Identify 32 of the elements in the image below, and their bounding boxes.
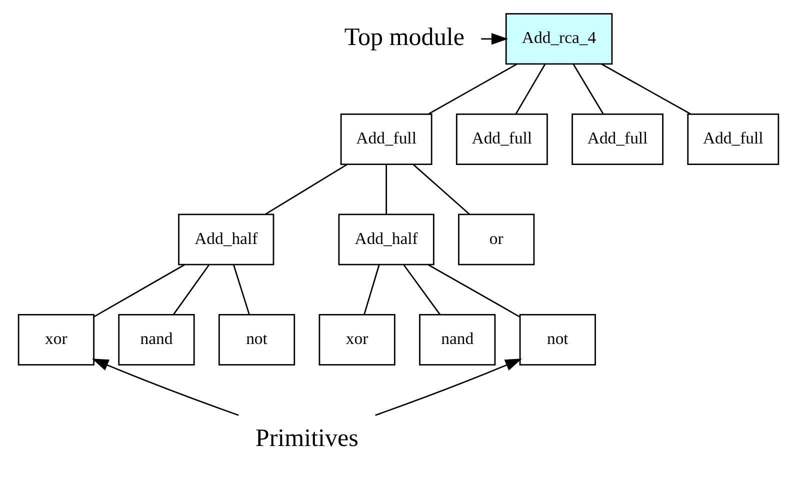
node-box: Add_full <box>571 113 664 165</box>
connector <box>600 64 690 114</box>
connector <box>385 164 386 214</box>
connector <box>514 64 546 114</box>
node-box: nand <box>118 314 194 366</box>
arrow <box>374 358 522 416</box>
node-box: nand <box>418 314 496 366</box>
connector <box>428 64 517 114</box>
connector <box>172 264 209 315</box>
connector <box>412 164 470 215</box>
node-box: xor <box>318 314 395 366</box>
node-box: Add_full <box>686 113 779 165</box>
node-text: Primitives <box>254 425 358 452</box>
node-box: xor <box>17 314 94 366</box>
node-text: Top module <box>344 24 464 52</box>
connector <box>93 264 184 318</box>
node-box: Add_full <box>340 113 432 165</box>
arrow <box>480 33 508 45</box>
connector <box>427 264 520 318</box>
node-box: Add_rca_4 <box>504 13 612 65</box>
connector <box>264 164 347 215</box>
node-box: not <box>518 314 596 366</box>
arrow <box>91 358 238 416</box>
connector <box>572 64 604 114</box>
connector <box>363 264 380 315</box>
connector <box>402 264 440 315</box>
node-box: Add_full <box>455 113 548 165</box>
node-box: not <box>218 314 295 366</box>
node-box: Add_half <box>338 214 434 266</box>
node-box: Add_half <box>178 214 274 266</box>
node-box: or <box>458 214 534 266</box>
connector <box>232 264 250 315</box>
